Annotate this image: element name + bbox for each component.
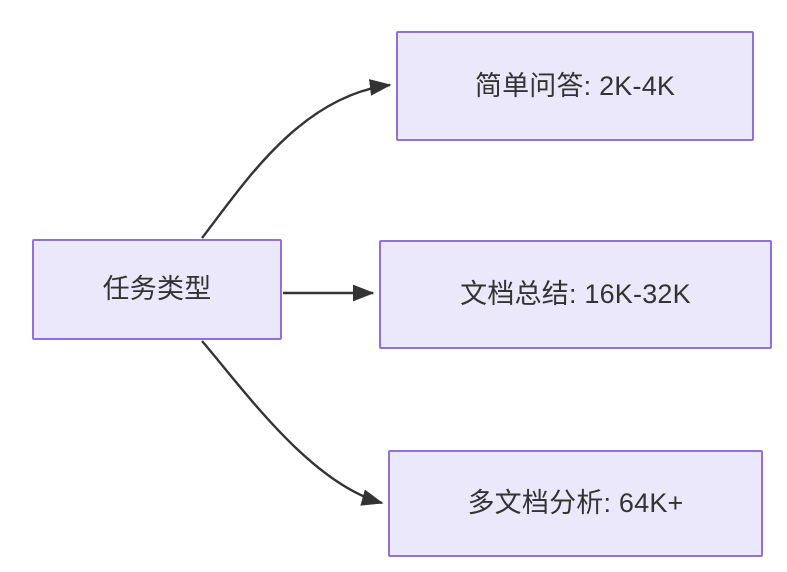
node-simple-qa[interactable]: 简单问答: 2K-4K bbox=[396, 31, 754, 141]
edge-root-to-simple-qa bbox=[201, 79, 392, 239]
node-task-type[interactable]: 任务类型 bbox=[32, 239, 282, 340]
edge-root-to-multi-doc bbox=[201, 340, 384, 506]
node-multi-doc[interactable]: 多文档分析: 64K+ bbox=[388, 450, 763, 557]
node-label-task-type: 任务类型 bbox=[102, 274, 212, 305]
node-label-simple-qa: 简单问答: 2K-4K bbox=[474, 70, 676, 101]
node-doc-summary[interactable]: 文档总结: 16K-32K bbox=[379, 240, 772, 349]
node-label-doc-summary: 文档总结: 16K-32K bbox=[460, 279, 691, 310]
node-label-multi-doc: 多文档分析: 64K+ bbox=[467, 488, 684, 519]
